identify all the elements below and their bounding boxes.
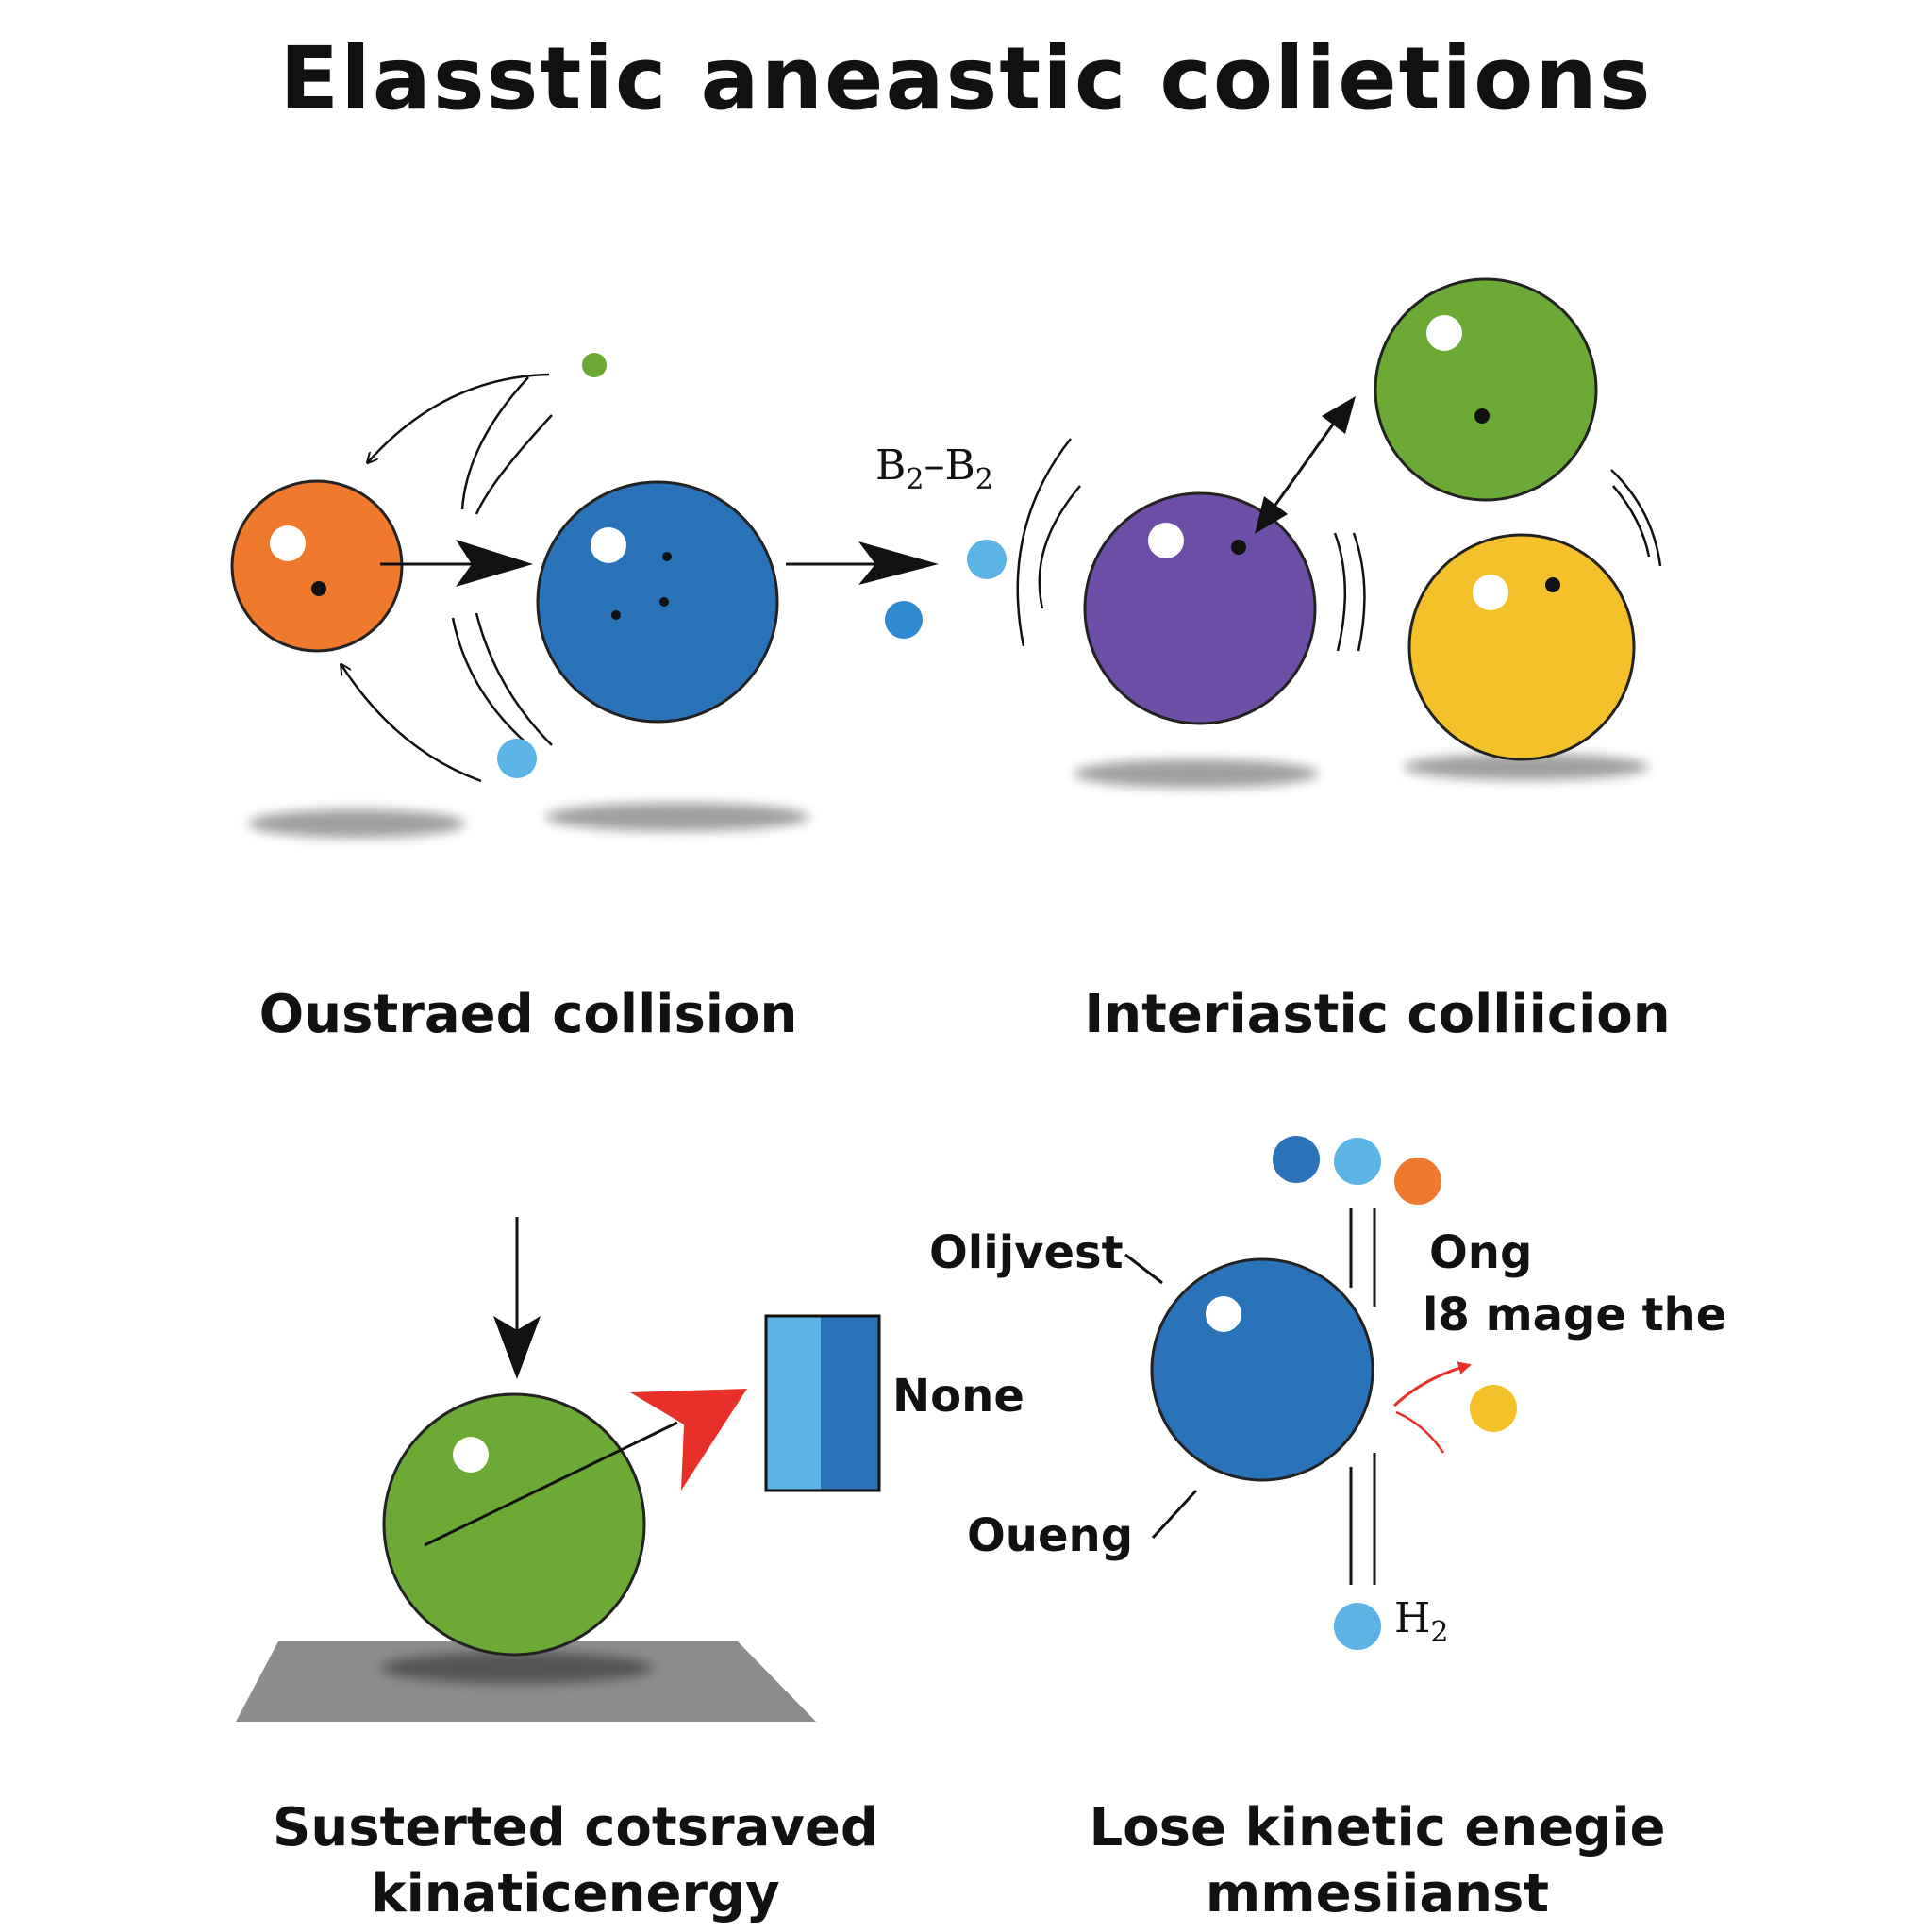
motion-arc-lower (341, 665, 482, 783)
orange-ball (230, 479, 404, 653)
arrowhead (858, 541, 939, 585)
double-arrowhead (1255, 496, 1288, 534)
motion-arc-upper (368, 373, 550, 462)
red-recoil-line (1395, 1410, 1445, 1454)
ball-dot (662, 552, 672, 561)
green-ball (1374, 277, 1598, 502)
double-arrowhead (1322, 396, 1356, 434)
caption-bottom-right-line2: mmesiianst (1205, 1863, 1550, 1924)
green-particle (582, 353, 607, 377)
blue-ball (1150, 1257, 1374, 1482)
page-title: Elasstic aneastic colietions (279, 28, 1653, 129)
label-mage-the: l8 mage the (1423, 1289, 1727, 1341)
vibration-line (1038, 485, 1081, 609)
formula-right-sub: 2 (974, 462, 993, 496)
label-ong: Ong (1429, 1226, 1533, 1279)
caption-bottom-left-line1: Susterted cotsraved (273, 1797, 878, 1858)
vibration-line (1612, 485, 1651, 558)
ball-dot (1231, 540, 1246, 555)
green-ball (382, 1392, 646, 1657)
leader-line (1151, 1489, 1198, 1540)
ball-highlight (270, 525, 306, 561)
light-blue-particle (497, 739, 537, 778)
caption-bottom-right-line1: Lose kinetic enegie (1089, 1797, 1666, 1858)
ball-highlight (1426, 315, 1462, 351)
panel-bottom-right (1124, 1136, 1517, 1650)
formula-b2-b2: B2–B2 (875, 441, 993, 496)
caption-bottom-left-line2: kinaticenergy (371, 1863, 780, 1924)
formula-left: B (875, 441, 907, 490)
ball-shadow (380, 1652, 654, 1684)
red-recoil-arrow (1392, 1361, 1472, 1407)
formula-operator: – (924, 441, 945, 490)
light-blue-particle (885, 601, 923, 639)
vibration-line (1352, 532, 1366, 652)
panel-top-left (230, 353, 939, 838)
falling-arrowhead (493, 1316, 541, 1379)
light-blue-particle (967, 540, 1007, 579)
vibration-line (1333, 532, 1346, 652)
ball-shadow (248, 809, 465, 838)
box-dark-half (821, 1316, 879, 1491)
yellow-ball (1407, 533, 1636, 761)
leader-line (1124, 1253, 1163, 1285)
ball-shadow (545, 803, 809, 831)
formula-left-sub: 2 (906, 462, 924, 496)
motion-line (475, 612, 553, 746)
purple-ball (1083, 491, 1317, 725)
interaction-arrow-shaft (1267, 414, 1341, 515)
orange-particle (1394, 1158, 1441, 1205)
label-oueng: Oueng (967, 1509, 1134, 1562)
light-blue-particle (1334, 1603, 1381, 1650)
formula-right: B (944, 441, 975, 490)
label-olijvest: Olijvest (929, 1226, 1124, 1279)
ball-highlight (591, 527, 626, 563)
box-light-half (766, 1316, 821, 1491)
caption-top-left: Oustraed collision (258, 984, 798, 1045)
ball-dot (659, 597, 669, 607)
ball-highlight (1148, 523, 1184, 558)
ball-highlight (1473, 575, 1508, 610)
ball-dot (1545, 577, 1560, 592)
ball-highlight (1206, 1296, 1241, 1332)
blue-particle (1273, 1136, 1320, 1183)
formula-h2: H2 (1394, 1594, 1448, 1649)
motion-line (460, 376, 529, 510)
ball-shadow (1404, 754, 1649, 780)
motion-line (451, 617, 525, 741)
panel-top-right (885, 277, 1662, 788)
formula-h2-base: H (1394, 1594, 1431, 1642)
ball-dot (1474, 408, 1490, 424)
motion-line (475, 414, 553, 515)
red-arrowhead (630, 1389, 747, 1491)
vibration-line (1016, 438, 1072, 647)
formula-h2-sub: 2 (1430, 1615, 1449, 1649)
blue-ball (536, 480, 779, 724)
light-blue-particle (1334, 1138, 1381, 1185)
vibration-line (1610, 469, 1662, 567)
ball-shadow (1074, 759, 1319, 788)
caption-top-right: Interiastic colliicion (1084, 984, 1671, 1045)
arrowhead (456, 540, 533, 587)
panel-bottom-left (236, 1217, 881, 1722)
ball-highlight (453, 1437, 489, 1473)
velocity-line (424, 1421, 678, 1547)
ball-dot (311, 581, 326, 596)
target-box (764, 1314, 881, 1492)
ball-dot (611, 610, 621, 620)
box-label: None (892, 1370, 1024, 1423)
yellow-particle (1470, 1385, 1517, 1432)
